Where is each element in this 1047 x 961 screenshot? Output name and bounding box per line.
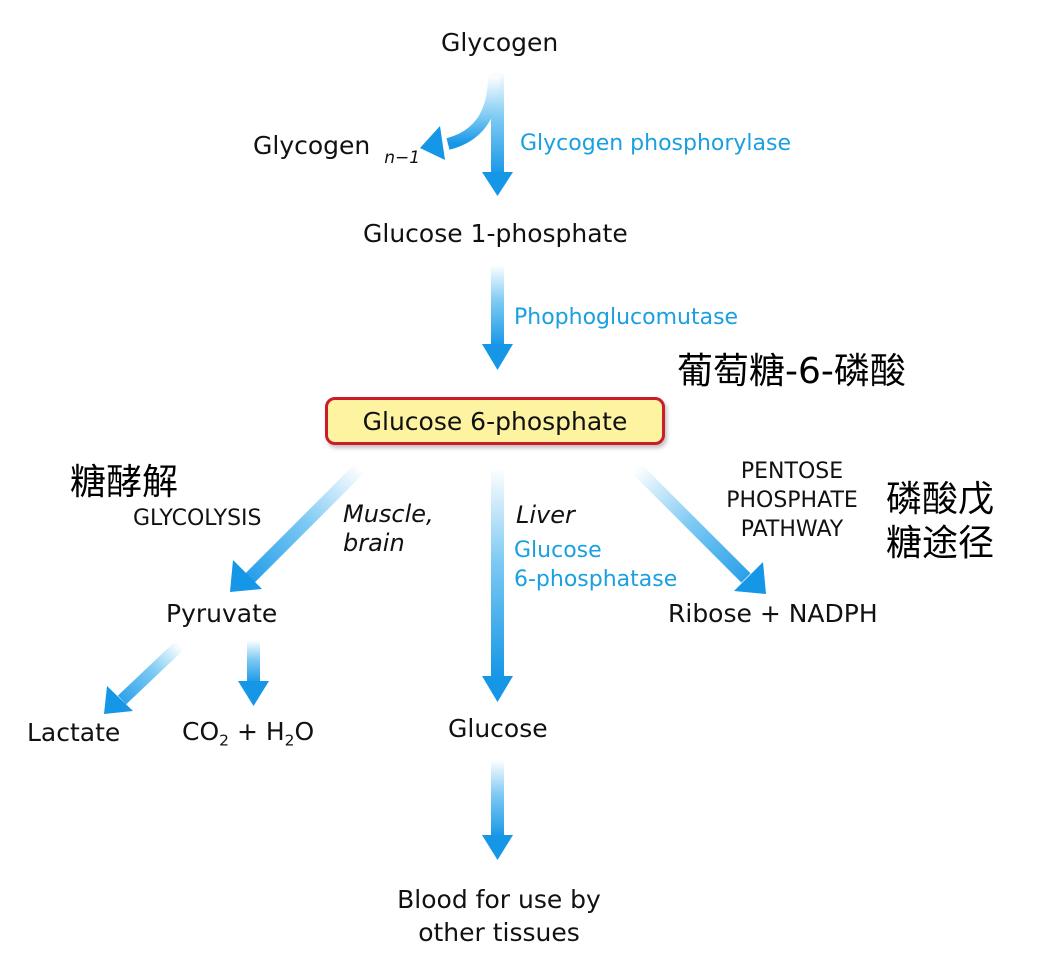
pentose-phosphate-pathway-label: PENTOSE PHOSPHATE PATHWAY [712, 457, 872, 544]
glucose-6-phosphate-cn-label: 葡萄糖-6-磷酸 [677, 351, 906, 392]
liver-label: Liver [516, 501, 575, 529]
blood-label: Blood for use by other tissues [392, 884, 606, 949]
glucose-1-phosphate-label: Glucose 1-phosphate [363, 219, 628, 248]
arrow-g6p-to-pyruvate [230, 463, 365, 592]
pentose-line: PENTOSE [740, 459, 844, 484]
brain-line: brain [343, 528, 405, 557]
pathway-line: PATHWAY [740, 517, 844, 543]
glycogen-label: Glycogen [441, 28, 559, 57]
arrow-g6p-to-glucose [482, 468, 513, 702]
glucose-6-phosphatase-label: Glucose 6-phosphatase [514, 537, 677, 594]
arrow-glucose-to-blood [482, 760, 513, 860]
blood-line1: Blood for use by [397, 885, 601, 914]
plus-h-text: + H [229, 717, 285, 746]
glycogen-phosphorylase-label: Glycogen phosphorylase [520, 131, 792, 156]
glycogen-n1-subscript: n−1 [384, 148, 421, 168]
h2-subscript: 2 [284, 731, 295, 750]
muscle-brain-label: Muscle, brain [343, 500, 434, 558]
o-text: O [294, 717, 315, 746]
co2-h2o-label: CO2 + H2O [182, 717, 315, 748]
arrow-g6p-to-ribose [631, 463, 766, 594]
phosphoglucomutase-label: Phophoglucomutase [514, 305, 739, 330]
co-text: CO [182, 717, 220, 746]
muscle-line: Muscle, [343, 500, 434, 528]
arrow-g1p-to-g6p [482, 265, 513, 370]
arrow-pyruvate-to-lactate [104, 640, 185, 714]
glucose-6-phosphatase-line1: Glucose [514, 538, 602, 563]
ribose-nadph-label: Ribose + NADPH [668, 599, 878, 628]
pentose-cn-line1: 磷酸戊 [886, 479, 995, 520]
glycolysis-label: GLYCOLYSIS [133, 506, 262, 531]
arrow-pyruvate-to-co2-h2o [238, 640, 269, 706]
pentose-cn-line2: 糖途径 [886, 522, 995, 564]
arrow-glycogen-to-glycogen-n1 [420, 75, 500, 160]
glycolysis-cn-label: 糖酵解 [70, 462, 179, 503]
phosphate-line: PHOSPHATE [726, 488, 858, 514]
glycogen-n1-base: Glycogen [253, 131, 371, 160]
glucose-label: Glucose [448, 714, 548, 743]
blood-line2: other tissues [418, 917, 580, 947]
glucose-6-phosphate-label: Glucose 6-phosphate [362, 406, 628, 436]
glucose-6-phosphatase-line2: 6-phosphatase [514, 566, 678, 592]
glucose-6-phosphate-box: Glucose 6-phosphate [325, 397, 665, 445]
pyruvate-label: Pyruvate [166, 599, 278, 628]
co2-subscript: 2 [219, 731, 230, 750]
lactate-label: Lactate [27, 718, 121, 747]
glycogen-n1-label: Glycogen n−1 [253, 131, 420, 167]
pentose-phosphate-pathway-cn-label: 磷酸戊 糖途径 [886, 478, 994, 566]
